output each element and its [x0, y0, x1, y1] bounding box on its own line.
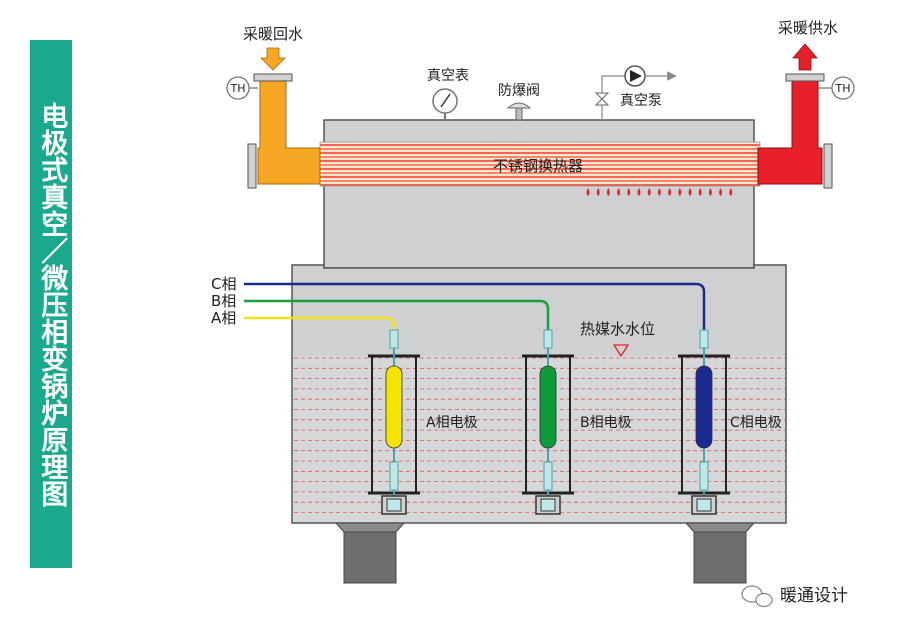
pump-valve-icon — [594, 92, 610, 106]
a-phase-label: A相 — [211, 309, 236, 327]
explosion-valve-icon — [506, 102, 532, 109]
condensate-drop — [596, 188, 600, 196]
heat-exchanger-tubes — [320, 144, 760, 186]
b-phase-label: B相 — [211, 292, 236, 310]
condensate-drop — [678, 188, 682, 196]
condensate-drop — [617, 188, 621, 196]
condensate-drop — [627, 188, 631, 196]
b-phase-wire — [244, 299, 550, 330]
supply-pipe-flange-top — [785, 73, 825, 82]
supply-water-pipe — [757, 79, 823, 185]
b-electrode-label: B相电极 — [580, 415, 632, 431]
electrode-insulator-top — [389, 329, 399, 349]
electrode-base-inner — [696, 498, 712, 512]
return-water-label: 采暖回水 — [243, 25, 303, 43]
a-phase-wire — [244, 316, 396, 330]
supply-pipe-flange-side — [823, 143, 833, 189]
thermometer-right-label: TH — [835, 82, 851, 95]
support-leg-left — [343, 522, 397, 584]
c-electrode-label: C相电极 — [730, 415, 782, 431]
condensate-drop — [729, 188, 733, 196]
wechat-icon-bubble — [755, 592, 773, 608]
watermark: 暖通设计 — [741, 585, 848, 608]
return-pipe-flange-top — [253, 73, 293, 82]
water-level-marker — [612, 344, 630, 358]
condensate-drop — [606, 188, 610, 196]
leg-flange-left — [334, 522, 406, 533]
pump-triangle — [630, 70, 642, 82]
valve-stem — [515, 107, 523, 121]
electrode-assemblies — [368, 329, 730, 515]
electrode-base-inner — [386, 498, 402, 512]
condensate-drop — [719, 188, 723, 196]
electrode-insulator-top — [699, 329, 709, 349]
electrode-base-inner — [540, 498, 556, 512]
supply-water-label: 采暖供水 — [778, 19, 838, 37]
support-leg-right — [693, 522, 747, 584]
water-level-label: 热媒水水位 — [580, 320, 655, 338]
vacuum-pump-label: 真空泵 — [620, 93, 662, 109]
condensate-drop — [586, 188, 590, 196]
watermark-text: 暖通设计 — [780, 586, 848, 606]
electrode-c — [678, 329, 730, 515]
return-arrow-icon — [260, 47, 286, 71]
c-phase-wire — [244, 282, 706, 330]
condensate-drop — [708, 188, 712, 196]
condensate-drop — [657, 188, 661, 196]
electrode-element — [385, 365, 403, 449]
explosion-valve-label: 防爆阀 — [498, 83, 540, 99]
vacuum-gauge-label: 真空表 — [427, 68, 469, 84]
condensate-drop — [698, 188, 702, 196]
electrode-insulator-bottom — [699, 461, 709, 491]
electrode-b — [522, 329, 574, 515]
condensate-drop — [668, 188, 672, 196]
return-water-pipe — [257, 79, 321, 185]
electrode-insulator-bottom — [389, 461, 399, 491]
condensate-drops — [586, 188, 733, 196]
gauge-needle — [440, 93, 451, 108]
heat-exchanger-label: 不锈钢换热器 — [493, 157, 583, 175]
electrode-insulator-top — [543, 329, 553, 349]
title-banner: 电极式真空／微压相变锅炉原理图 — [30, 40, 72, 568]
c-phase-label: C相 — [211, 275, 236, 293]
condensate-drop — [647, 188, 651, 196]
electrode-element — [695, 365, 713, 449]
leg-flange-right — [684, 522, 756, 533]
diagram-title: 电极式真空／微压相变锅炉原理图 — [36, 101, 68, 507]
a-electrode-label: A相电极 — [426, 415, 478, 431]
electrode-insulator-bottom — [543, 461, 553, 491]
supply-arrow-icon — [792, 43, 818, 71]
return-pipe-flange-side — [247, 143, 257, 189]
condensate-drop — [688, 188, 692, 196]
electrode-a — [368, 329, 420, 515]
thermometer-left-label: TH — [230, 82, 246, 95]
condensate-drop — [637, 188, 641, 196]
electrode-element — [539, 365, 557, 449]
